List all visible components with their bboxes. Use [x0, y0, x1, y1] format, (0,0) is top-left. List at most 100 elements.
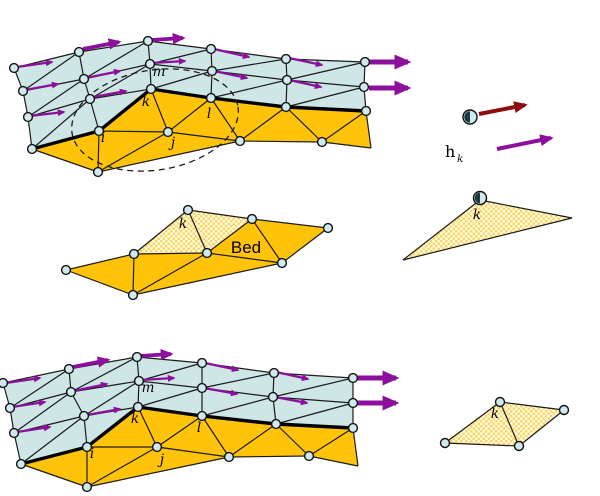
- mesh-edge: [97, 140, 241, 173]
- label-i: i: [101, 130, 105, 146]
- mesh-edge: [138, 380, 203, 389]
- mesh-node: [81, 481, 93, 493]
- mesh-node: [205, 43, 217, 55]
- mesh-edge: [156, 446, 230, 458]
- mesh-node: [359, 56, 371, 68]
- mesh-node: [78, 410, 90, 422]
- mesh-edge: [137, 406, 158, 448]
- mesh-edge: [201, 372, 275, 389]
- node-k-area: [403, 200, 572, 260]
- mesh-node: [144, 58, 156, 70]
- velocity-arrow: [151, 32, 186, 45]
- mesh-edge: [65, 269, 134, 296]
- mesh-node: [223, 451, 235, 463]
- label-k: k: [491, 406, 499, 422]
- mesh-edge: [20, 415, 85, 465]
- velocity-arrow: [16, 59, 54, 69]
- mesh-node: [84, 93, 96, 105]
- mesh-node: [92, 166, 104, 178]
- velocity-arrow: [72, 356, 111, 369]
- velocity-arrow: [496, 134, 554, 151]
- mesh-edge: [228, 423, 277, 458]
- velocity-arrow: [204, 361, 240, 373]
- mesh-node: [201, 247, 213, 259]
- velocity-arrow: [288, 78, 323, 90]
- mesh-node: [360, 105, 372, 117]
- mesh-edge: [211, 58, 287, 72]
- mesh-edge: [13, 391, 72, 434]
- label-k: k: [131, 411, 139, 427]
- label-l: l: [197, 420, 201, 436]
- velocity-arrow: [274, 395, 309, 406]
- mesh-edge: [167, 131, 241, 142]
- velocity-arrow: [288, 56, 324, 68]
- mesh-node: [267, 391, 279, 403]
- mesh-edge: [499, 401, 565, 411]
- velocity-arrow: [72, 381, 109, 393]
- mesh-node: [439, 437, 451, 449]
- mesh-node: [162, 126, 174, 138]
- velocity-arrow: [5, 375, 42, 385]
- label-k: k: [179, 216, 187, 232]
- node-k-area: [445, 402, 564, 446]
- velocity-arrow: [203, 386, 239, 397]
- mesh-edge: [89, 63, 151, 100]
- mesh-node: [358, 81, 370, 93]
- mesh-edge: [149, 63, 213, 72]
- mesh-edge: [285, 106, 323, 143]
- mesh-edge: [83, 380, 140, 417]
- mesh-edge: [281, 227, 329, 264]
- mesh-edge: [138, 362, 203, 382]
- mesh-node: [151, 441, 163, 453]
- mesh-edge: [239, 140, 323, 143]
- mesh-edge: [321, 141, 372, 149]
- mesh-node: [60, 264, 72, 276]
- mesh-node: [8, 62, 20, 74]
- mesh-node: [26, 143, 38, 155]
- mesh-edge: [9, 368, 70, 409]
- mesh-edge: [83, 40, 149, 80]
- mesh-node: [280, 101, 292, 113]
- mesh-edge: [86, 456, 230, 488]
- mesh-edge: [365, 110, 372, 149]
- mesh-edge: [133, 252, 208, 255]
- mesh-node: [270, 418, 282, 430]
- mesh-node: [196, 410, 208, 422]
- mesh-node: [142, 35, 154, 47]
- mesh-edge: [479, 199, 573, 219]
- mesh-node: [63, 363, 75, 375]
- mesh-edge: [86, 446, 158, 488]
- velocity-arrow: [85, 68, 122, 80]
- mesh-edge: [13, 432, 22, 465]
- mesh-node: [347, 372, 359, 384]
- mesh-node: [303, 450, 315, 462]
- velocity-arrow: [11, 399, 47, 409]
- mesh-edge: [518, 409, 565, 447]
- mesh-node: [281, 74, 293, 86]
- node-k-area-patch-deformed: k: [439, 396, 570, 452]
- label-k: k: [142, 94, 150, 110]
- mesh-node: [128, 248, 140, 260]
- mesh-node: [81, 441, 93, 453]
- pie-node-shade: [474, 192, 480, 204]
- node-k-area-patch: k: [402, 190, 573, 261]
- mesh-edge: [89, 98, 100, 132]
- mesh-node: [234, 135, 246, 147]
- mesh-edge: [308, 455, 359, 467]
- velocity-arrow: [275, 370, 310, 382]
- mesh-edge: [83, 415, 88, 448]
- basal-velocity-arrow: [478, 101, 528, 116]
- velocity-arrow: [139, 348, 174, 361]
- mesh-edge: [201, 415, 230, 458]
- mesh-node: [127, 289, 139, 301]
- mesh-edge: [308, 427, 354, 457]
- mesh-edge: [70, 356, 138, 393]
- mesh-edge: [147, 40, 212, 50]
- mesh-node: [8, 427, 20, 439]
- mesh-node: [347, 397, 359, 409]
